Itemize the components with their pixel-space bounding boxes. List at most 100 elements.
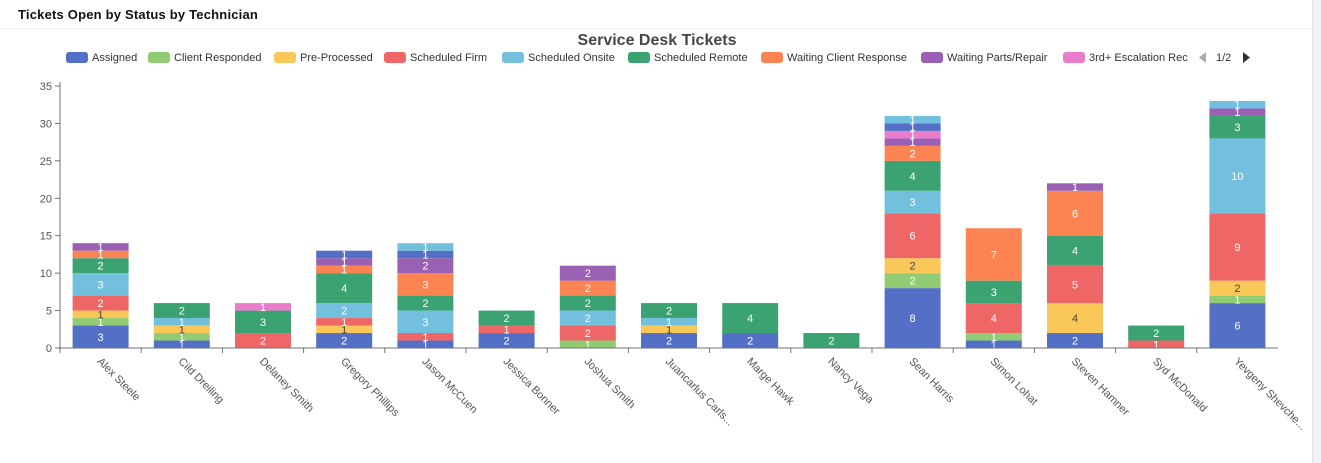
bar-segment[interactable]: 2: [1209, 280, 1266, 296]
bar-segment[interactable]: 1: [153, 324, 210, 336]
bar-segment[interactable]: 1: [884, 137, 941, 149]
legend-item[interactable]: Waiting Client Response: [761, 52, 907, 64]
bar-segment[interactable]: 8: [884, 288, 941, 348]
bar-segment[interactable]: 2: [1128, 325, 1185, 341]
bar-segment[interactable]: 1: [316, 324, 373, 336]
bar-segment[interactable]: 2: [478, 333, 535, 348]
bar-segment[interactable]: 1: [397, 339, 454, 351]
bar-segment[interactable]: 2: [641, 303, 697, 319]
bar-segment[interactable]: 2: [316, 333, 373, 348]
bar-segment[interactable]: 1: [478, 324, 535, 336]
bar-segment[interactable]: 1: [559, 339, 616, 351]
bar-segment[interactable]: 9: [1209, 213, 1266, 281]
bar-segment[interactable]: 3: [72, 325, 129, 348]
legend-item[interactable]: Client Responded: [148, 52, 261, 64]
bar-segment[interactable]: 10: [1209, 138, 1266, 214]
bar-segment[interactable]: 4: [722, 303, 779, 334]
bar-segment[interactable]: 1: [72, 249, 129, 261]
bar-segment[interactable]: 1: [153, 317, 210, 329]
bar-segment[interactable]: 4: [1047, 303, 1103, 334]
bar-segment[interactable]: 1: [1047, 182, 1103, 194]
panel-scrollbar[interactable]: [1312, 0, 1321, 463]
bar-segment[interactable]: 2: [72, 295, 129, 311]
bar-segment[interactable]: 2: [478, 310, 535, 326]
bar-segment[interactable]: 1: [1209, 100, 1266, 112]
bar-segment[interactable]: 1: [641, 324, 697, 336]
triangle-right-icon[interactable]: [1243, 52, 1250, 63]
bar-segment[interactable]: 4: [884, 160, 941, 191]
bar-segment[interactable]: 2: [884, 273, 941, 289]
bar-segment[interactable]: 2: [397, 295, 454, 311]
bar-segment[interactable]: 2: [559, 325, 616, 341]
bar-segment[interactable]: 1: [316, 249, 373, 261]
bar-segment[interactable]: 6: [1209, 303, 1266, 348]
bar-segment[interactable]: 1: [1209, 294, 1266, 306]
bar-segment[interactable]: 2: [559, 265, 616, 281]
bar-segment[interactable]: 3: [884, 190, 941, 214]
bar-value-label: 1: [341, 257, 347, 269]
bar-segment[interactable]: 1: [72, 317, 129, 329]
bar-segment[interactable]: 1: [235, 302, 291, 314]
bar-segment[interactable]: 2: [316, 303, 373, 319]
bar-value-label: 2: [341, 306, 347, 318]
bar-segment[interactable]: 2: [397, 258, 454, 274]
bar-segment[interactable]: 1: [641, 317, 697, 329]
bar-segment[interactable]: 7: [965, 228, 1022, 281]
legend-item[interactable]: 3rd+ Escalation Rec: [1063, 52, 1188, 64]
x-tick-label: Jason McCuen: [419, 356, 479, 416]
bar-segment[interactable]: 3: [1209, 115, 1266, 139]
bar-value-label: 2: [260, 336, 266, 348]
bar-segment[interactable]: 3: [965, 280, 1022, 304]
bar-segment[interactable]: 2: [72, 258, 129, 274]
bar-segment[interactable]: 1: [397, 249, 454, 261]
legend-item[interactable]: Scheduled Onsite: [502, 52, 615, 64]
bar-segment[interactable]: 1: [397, 332, 454, 344]
bar-segment[interactable]: 6: [884, 213, 941, 259]
legend-item[interactable]: Assigned: [66, 52, 137, 64]
panel-title: Tickets Open by Status by Technician: [18, 7, 259, 22]
legend-page-indicator: 1/2: [1216, 52, 1231, 64]
bar-segment[interactable]: 1: [397, 242, 454, 254]
bar-segment[interactable]: 3: [397, 273, 454, 296]
bar-segment[interactable]: 2: [559, 295, 616, 311]
legend-item[interactable]: Waiting Parts/Repair: [921, 52, 1048, 64]
bar-segment[interactable]: 1: [884, 130, 941, 142]
bar-segment[interactable]: 2: [884, 258, 941, 274]
bar-segment[interactable]: 1: [153, 339, 210, 351]
bar-segment[interactable]: 3: [235, 310, 291, 334]
bar-segment[interactable]: 4: [965, 303, 1022, 334]
bar-segment[interactable]: 2: [803, 333, 860, 348]
bar-segment[interactable]: 2: [1047, 333, 1103, 348]
bar-segment[interactable]: 5: [1047, 265, 1103, 304]
bar-segment[interactable]: 3: [397, 310, 454, 334]
bar-segment[interactable]: 2: [235, 333, 291, 348]
legend-item[interactable]: Pre-Processed: [274, 52, 373, 64]
bar-segment[interactable]: 2: [722, 333, 779, 348]
bar-segment[interactable]: 4: [1047, 235, 1103, 266]
bar-segment[interactable]: 2: [559, 310, 616, 326]
bar-segment[interactable]: 2: [641, 333, 697, 348]
bar-segment[interactable]: 1: [72, 242, 129, 254]
bar-segment[interactable]: 1: [965, 339, 1022, 351]
bar-rect: [72, 295, 129, 311]
bar-segment[interactable]: 2: [884, 145, 941, 161]
bar-segment[interactable]: 1: [153, 332, 210, 344]
bar-segment[interactable]: 1: [72, 309, 129, 321]
bar-segment[interactable]: 1: [965, 332, 1022, 344]
bar-segment[interactable]: 2: [559, 280, 616, 296]
bar-segment[interactable]: 1: [316, 317, 373, 329]
bar-segment[interactable]: 1: [1209, 107, 1266, 119]
bar-segment[interactable]: 1: [884, 115, 941, 127]
bar-segment[interactable]: 6: [1047, 190, 1103, 236]
legend-item[interactable]: Scheduled Remote: [628, 52, 748, 64]
bar-segment[interactable]: 1: [884, 122, 941, 134]
bar-value-label: 1: [179, 332, 185, 344]
legend-item[interactable]: Scheduled Firm: [384, 52, 487, 64]
bar-segment[interactable]: 2: [153, 303, 210, 319]
bar-segment[interactable]: 1: [316, 257, 373, 269]
bar-segment[interactable]: 4: [316, 273, 373, 304]
bar-segment[interactable]: 1: [1128, 339, 1185, 351]
triangle-left-icon[interactable]: [1199, 52, 1206, 63]
bar-segment[interactable]: 3: [72, 273, 129, 296]
bar-segment[interactable]: 1: [316, 264, 373, 276]
